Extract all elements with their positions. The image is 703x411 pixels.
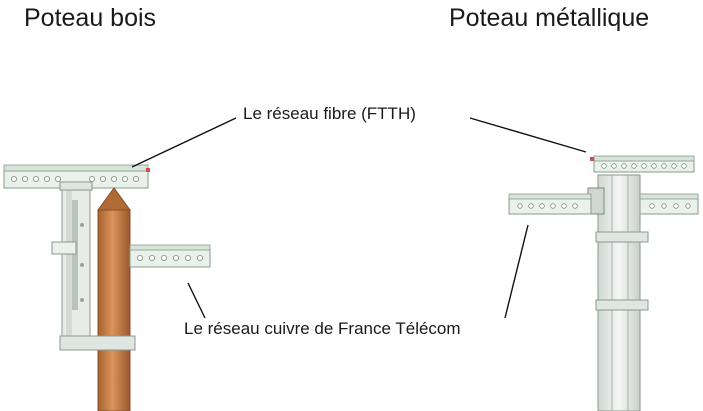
metal-copper-bracket-right — [639, 193, 699, 215]
copper-leader-left — [187, 282, 206, 319]
fiber-leader-left — [131, 117, 237, 168]
metal-pole-title: Poteau métallique — [449, 4, 650, 32]
copper-leader-right — [504, 224, 529, 319]
copper-network-label: Le réseau cuivre de France Télécom — [184, 319, 461, 338]
metal-fiber-bracket — [590, 155, 695, 173]
wooden-pole-title: Poteau bois — [24, 4, 157, 32]
leader-lines — [131, 117, 587, 319]
wood-copper-bracket — [51, 241, 211, 268]
metal-copper-bracket-left — [508, 193, 592, 215]
fiber-leader-right — [469, 117, 587, 153]
wood-fiber-bracket — [3, 164, 150, 189]
fiber-network-label: Le réseau fibre (FTTH) — [243, 104, 416, 123]
metal-pole-assembly — [508, 155, 699, 411]
wooden-pole-assembly — [3, 164, 211, 411]
